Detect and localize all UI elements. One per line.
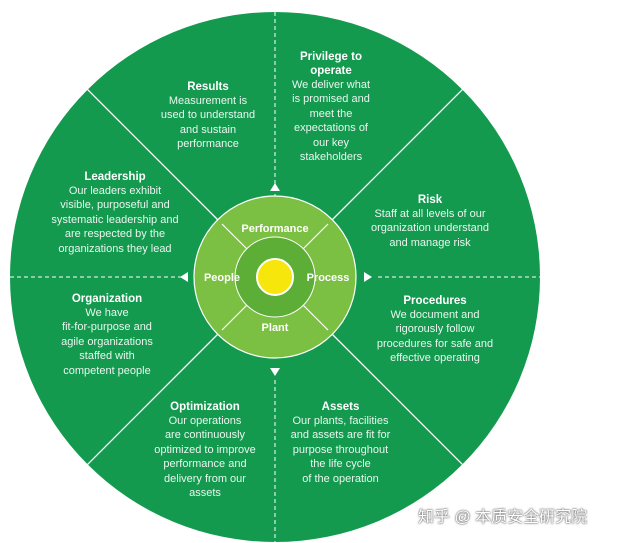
segment-text: effective operating — [390, 352, 480, 365]
segment-title: operate — [310, 65, 352, 77]
segment-text: We deliver what — [291, 79, 371, 91]
hub-divider-1 — [221, 223, 248, 250]
hub-label-process: Process — [306, 272, 350, 284]
segment-text: We have — [85, 307, 129, 319]
segment-title: Risk — [417, 194, 443, 206]
segment-text: purpose throughout — [292, 443, 389, 456]
segment-text: organization understand — [370, 222, 490, 235]
hub-divider-3 — [221, 304, 248, 331]
segment-text: agile organizations — [61, 335, 153, 348]
segment-text: fit-for-purpose and — [62, 321, 152, 334]
segment-text: performance and — [163, 458, 247, 471]
segment-text: Measurement is — [168, 95, 248, 107]
segment-text: is promised and — [292, 93, 370, 106]
segment-text: expectations of — [294, 122, 368, 135]
segment-text: stakeholders — [299, 151, 363, 164]
divider-diagonal-2 — [327, 89, 463, 225]
segment-text: Our operations — [168, 415, 242, 427]
divider-diagonal-4 — [327, 329, 463, 465]
hub-divider-4 — [302, 304, 329, 331]
segment-privilege-to-operate: Privilege to operate We deliver what is … — [276, 50, 386, 164]
segment-text: and assets are fit for — [290, 429, 391, 442]
watermark: 知乎 @ 本质安全研究院 — [418, 509, 588, 526]
segment-text: meet the — [309, 107, 353, 120]
segment-organization: Organization We have fit-for-purpose and… — [42, 292, 172, 378]
segment-text: competent people — [63, 364, 151, 377]
segment-text: assets — [189, 487, 221, 500]
arrow-right-icon — [364, 272, 372, 282]
segment-text: delivery from our — [164, 472, 246, 485]
arrow-up-icon — [270, 183, 280, 191]
segment-text: procedures for safe and — [376, 337, 494, 350]
segment-text: and manage risk — [389, 236, 471, 249]
arrow-down-icon — [270, 368, 280, 376]
segment-assets: Assets Our plants, facilities and assets… — [278, 400, 403, 486]
segment-text: the life cycle — [310, 458, 371, 471]
segment-text: organizations they lead — [58, 242, 172, 255]
segment-text: staffed with — [79, 350, 135, 363]
divider-diagonal-3 — [87, 329, 223, 465]
segment-text: performance — [177, 138, 239, 151]
segment-text: our key — [312, 136, 350, 149]
segment-text: of the operation — [302, 472, 379, 485]
segment-text: and sustain — [179, 123, 237, 136]
hub-label-plant: Plant — [261, 322, 289, 334]
segment-text: Our leaders exhibit — [68, 185, 162, 197]
segment-title: Privilege to — [300, 51, 362, 63]
segment-text: Our plants, facilities — [292, 415, 389, 427]
segment-text: visible, purposeful and — [60, 199, 170, 212]
segment-text: are continuously — [164, 429, 246, 442]
segment-title: Leadership — [84, 171, 146, 183]
segment-results: Results Measurement is used to understan… — [148, 80, 268, 152]
segment-text: Staff at all levels of our — [374, 208, 486, 220]
segment-text: used to understand — [160, 109, 256, 122]
segment-procedures: Procedures We document and rigorously fo… — [360, 294, 510, 366]
segment-text: We document and — [390, 309, 480, 321]
segment-title: Organization — [71, 293, 143, 305]
arrow-left-icon — [180, 272, 188, 282]
center-dot — [256, 258, 294, 296]
segment-title: Optimization — [170, 401, 240, 413]
segment-text: optimized to improve — [154, 443, 256, 456]
segment-text: are respected by the — [64, 228, 166, 241]
segment-title: Results — [187, 81, 229, 93]
segment-text: rigorously follow — [395, 323, 475, 336]
segment-title: Assets — [321, 401, 360, 413]
segment-risk: Risk Staff at all levels of our organiza… — [355, 193, 505, 250]
hub-label-people: People — [203, 272, 241, 284]
segment-text: systematic leadership and — [51, 213, 179, 226]
segment-leadership: Leadership Our leaders exhibit visible, … — [40, 170, 190, 256]
segment-title: Procedures — [403, 295, 467, 307]
hub-divider-2 — [302, 223, 329, 250]
divider-diagonal-1 — [87, 89, 223, 225]
hub-label-performance: Performance — [241, 223, 309, 235]
segment-optimization: Optimization Our operations are continuo… — [145, 400, 265, 500]
